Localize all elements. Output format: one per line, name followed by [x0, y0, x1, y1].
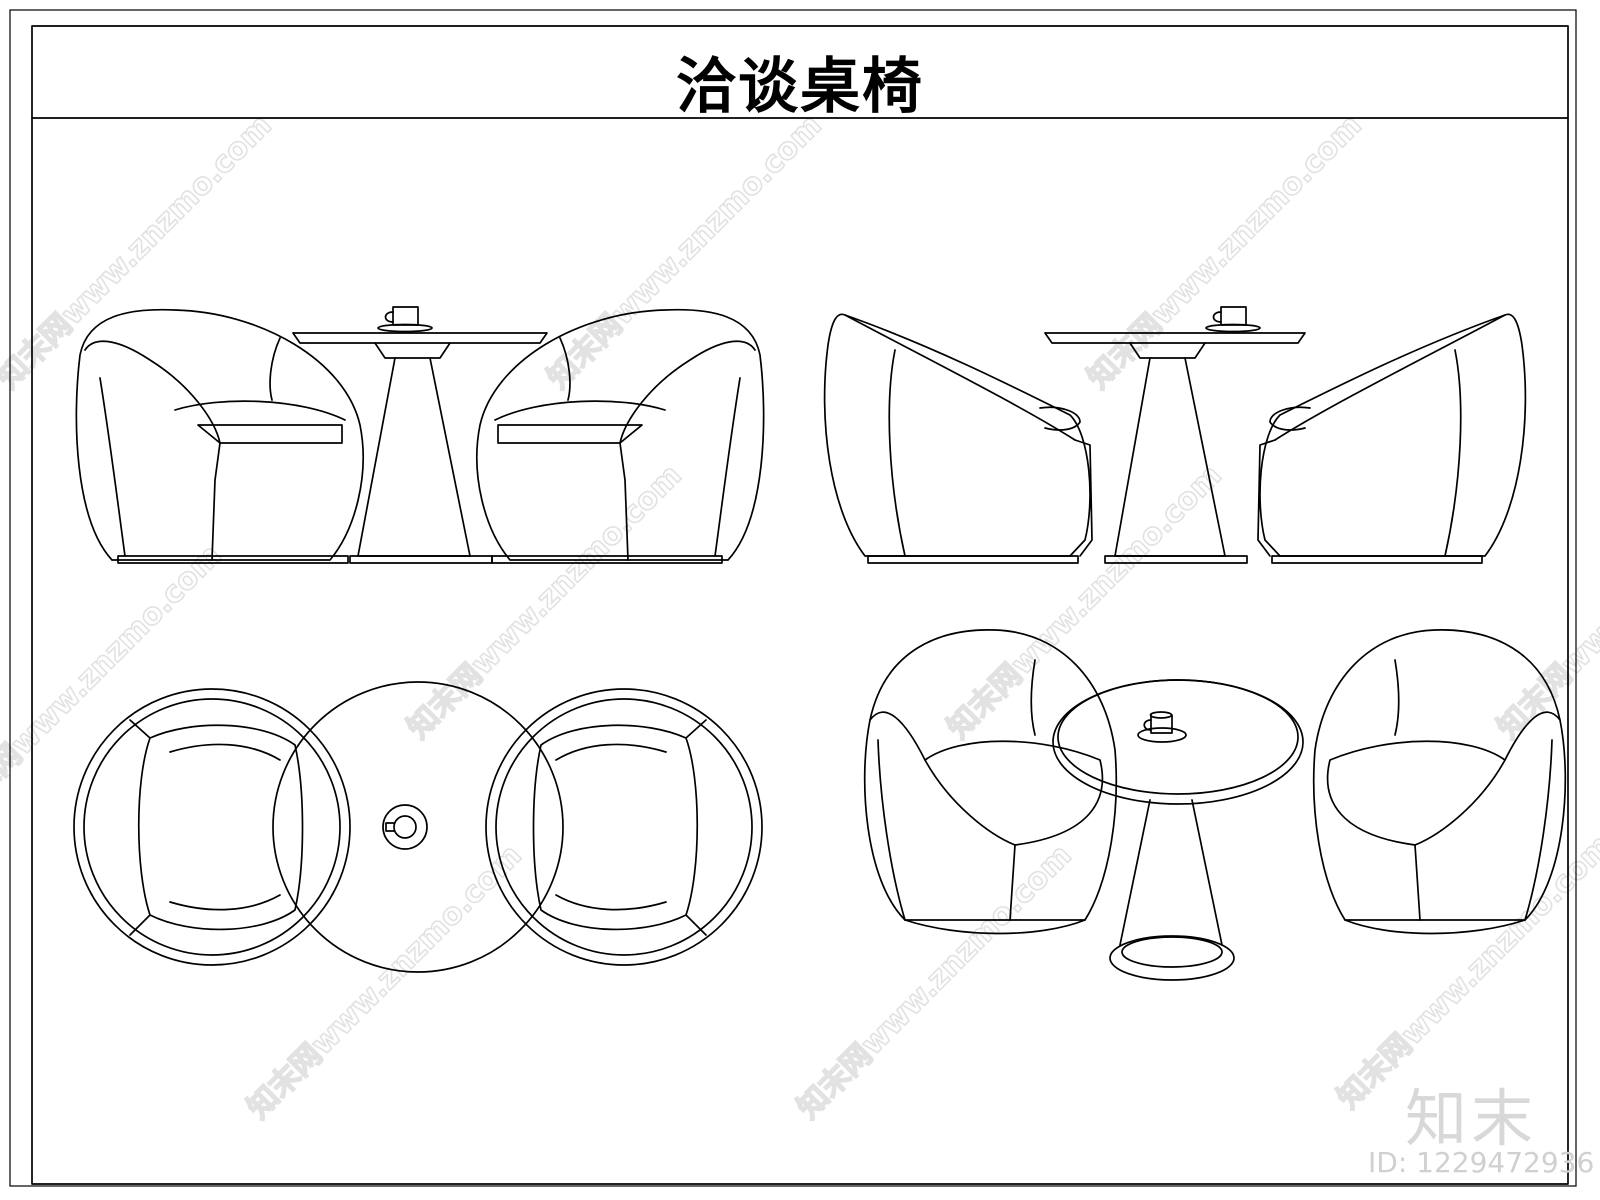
cup-icon	[1205, 306, 1261, 333]
chair-perspective-right	[1312, 629, 1567, 935]
watermark: 知末网www.znzmo.com	[401, 458, 689, 746]
chair-plan-left	[73, 688, 351, 966]
image-id-label: ID: 1229472936	[1368, 1146, 1595, 1179]
watermark: 知末网www.znzmo.com	[1491, 458, 1600, 746]
watermark: 知末网www.znzmo.com	[791, 838, 1079, 1126]
inner-frame	[31, 25, 1569, 1185]
table-plan	[272, 681, 564, 973]
perspective-view	[863, 629, 1567, 981]
watermark: 知末网www.znzmo.com	[1081, 108, 1369, 396]
chair-perspective-left	[863, 629, 1118, 935]
table-perspective	[1052, 679, 1304, 981]
cup-icon	[1137, 711, 1187, 743]
page-title: 洽谈桌椅	[676, 52, 924, 122]
chair-side-right	[1257, 313, 1527, 564]
front-elevation-view	[75, 306, 765, 564]
watermark-layer: 知末网www.znzmo.com 知末网www.znzmo.com 知末网www…	[0, 107, 1600, 1126]
cup-icon	[382, 804, 428, 850]
cup-icon	[377, 306, 433, 333]
watermark: 知末网www.znzmo.com	[941, 458, 1229, 746]
table-front	[292, 306, 548, 564]
chair-plan-right	[485, 688, 763, 966]
outer-frame	[9, 9, 1577, 1187]
side-elevation-view	[823, 306, 1527, 564]
plan-view	[73, 681, 763, 973]
chair-front-left	[75, 308, 364, 564]
table-side	[1044, 306, 1306, 564]
chair-front-right	[476, 308, 765, 564]
watermark: 知末网www.znzmo.com	[541, 108, 829, 396]
watermark: 知末网www.znzmo.com	[0, 538, 229, 826]
brand-logo: 知末	[1405, 1082, 1538, 1155]
chair-side-left	[823, 313, 1093, 564]
